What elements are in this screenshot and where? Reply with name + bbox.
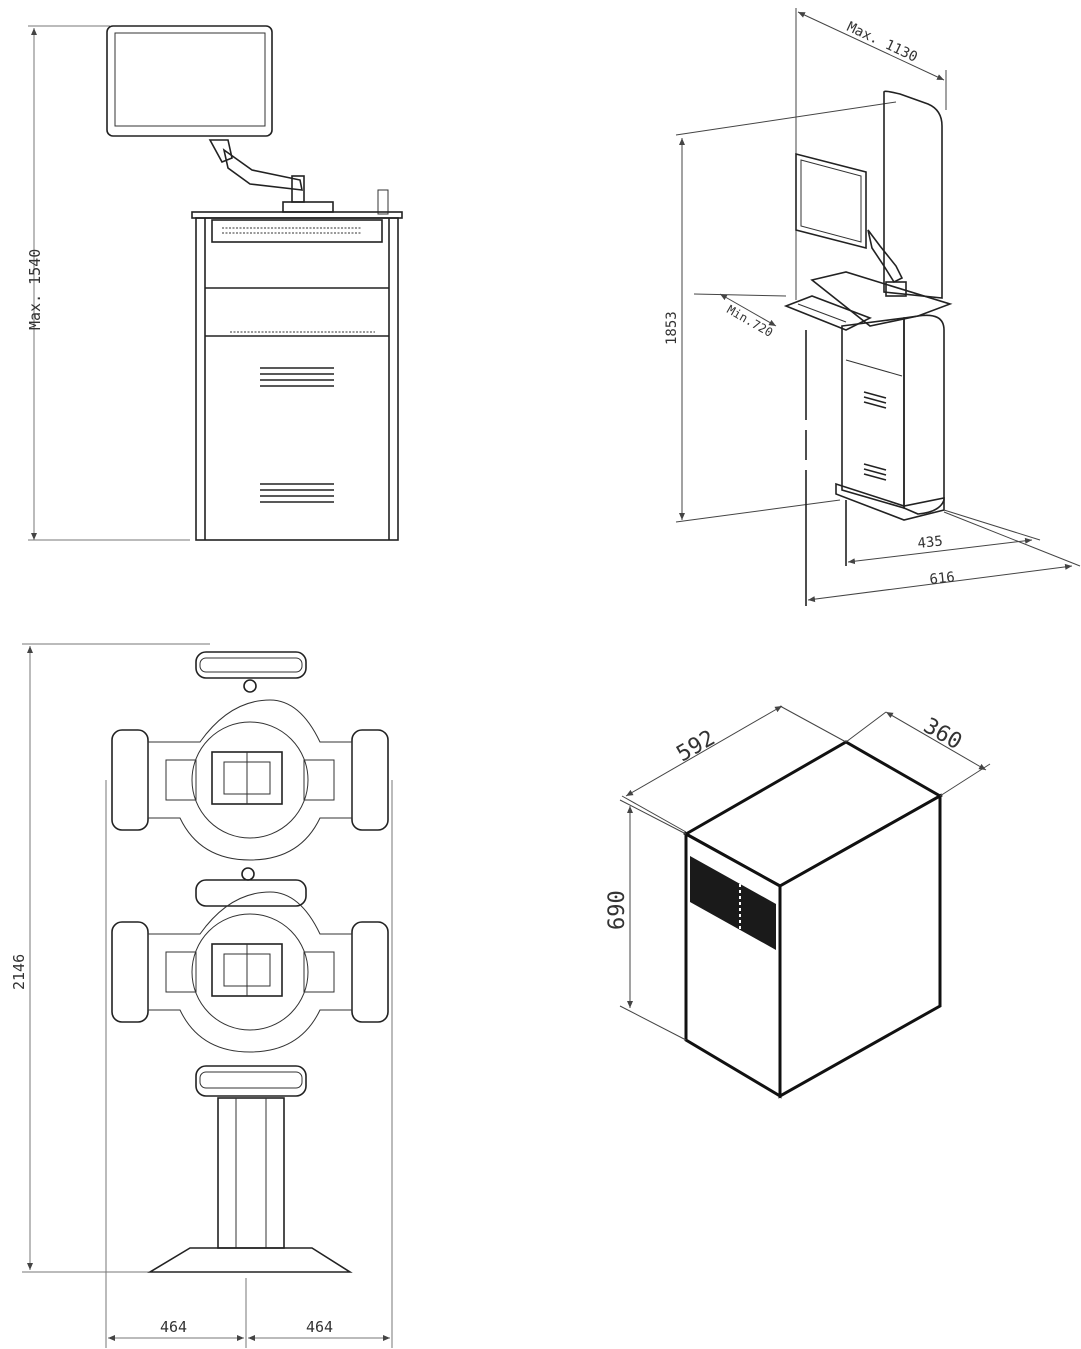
stand-column (217, 1097, 285, 1249)
height-label: Max. 1540 (26, 249, 44, 330)
left-width-label: 464 (160, 1318, 187, 1336)
box-vent-grille (690, 856, 776, 950)
height-label-3d: 1853 (664, 311, 680, 345)
keyboard-drawer (211, 219, 383, 243)
right-width-label: 464 (306, 1318, 333, 1336)
box-width-label: 592 (673, 726, 720, 768)
console-front-view: Max. 1540 (26, 25, 403, 541)
console-cabinet (841, 317, 905, 510)
reach-label: Max. 1130 (844, 19, 920, 66)
middle-target-head (195, 867, 307, 907)
desk-top (810, 271, 953, 327)
cabinet-vent-3d (863, 391, 887, 481)
stand-base (147, 1247, 353, 1273)
stand-height-label: 2146 (10, 954, 28, 990)
upper-vent (260, 367, 334, 387)
width-label-3d: 616 (929, 569, 956, 588)
keyboard-tray (783, 295, 872, 331)
upper-target-head (111, 651, 389, 861)
monitor-screen (114, 32, 266, 127)
monitor-3d (795, 152, 867, 250)
box-depth-label: 360 (919, 714, 966, 756)
monitor (106, 25, 273, 137)
console-top (191, 211, 403, 219)
lower-vent (260, 483, 334, 503)
lower-target-head (111, 891, 389, 1097)
box-height-label: 690 (605, 890, 630, 930)
box-side-face (778, 793, 942, 1099)
console-3d-view: Max. 1130 1853 Min.720 (664, 8, 1081, 606)
monitor-arm (208, 139, 233, 164)
console-body (195, 217, 399, 541)
depth-label-3d: 435 (917, 533, 944, 552)
target-stand-view: 2146 (10, 643, 393, 1348)
cabinet-box-view: 592 360 690 (605, 705, 991, 1099)
back-panel (883, 90, 943, 299)
